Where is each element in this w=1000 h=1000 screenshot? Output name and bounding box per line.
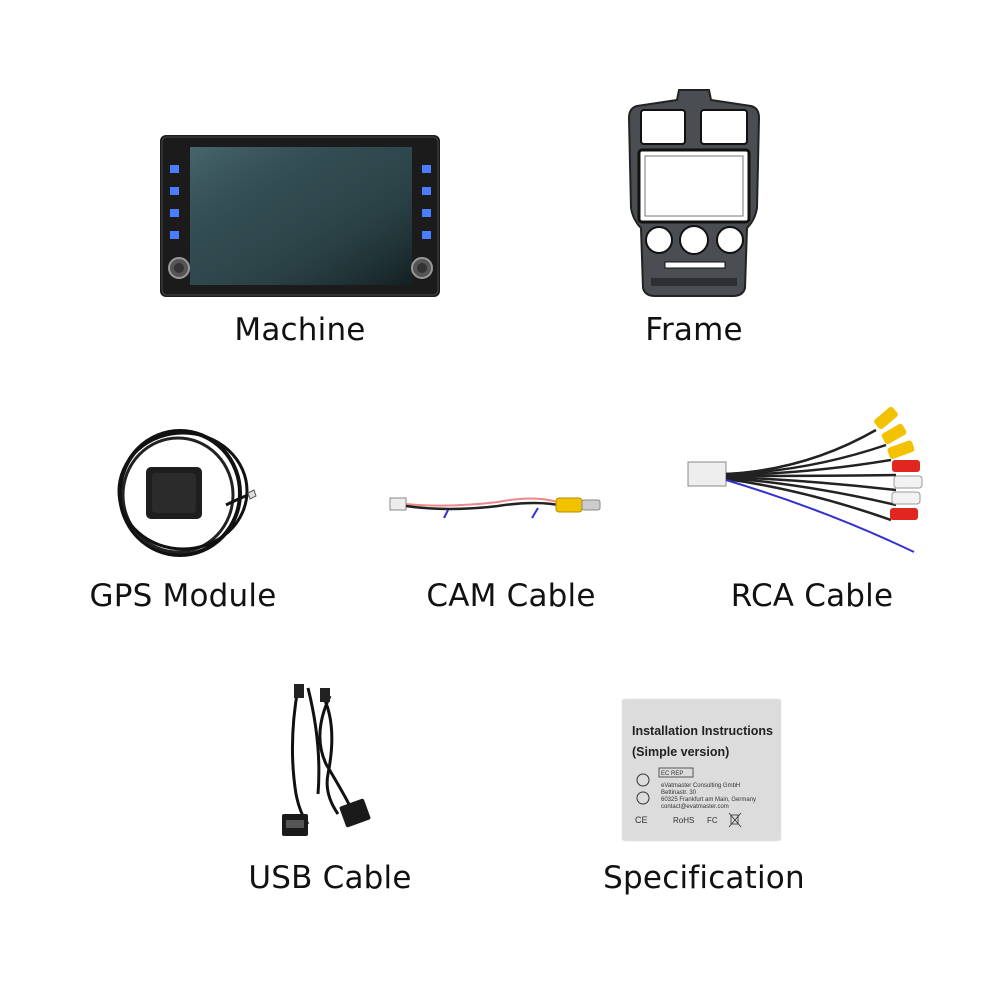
frame-product xyxy=(627,88,761,298)
fc-mark: FC xyxy=(707,816,718,825)
rca-cable-image xyxy=(687,406,923,553)
specification-product: Installation Instructions (Simple versio… xyxy=(623,700,780,840)
machine-image xyxy=(160,135,440,297)
weee-bin-icon xyxy=(728,812,742,828)
caption-rca-cable: RCA Cable xyxy=(730,578,894,614)
caption-machine: Machine xyxy=(234,312,366,348)
frame-image xyxy=(627,89,761,297)
gps-module-image xyxy=(117,429,257,557)
caption-frame: Frame xyxy=(645,312,743,348)
cam-cable-image xyxy=(389,497,601,519)
caption-gps-module: GPS Module xyxy=(89,578,277,614)
company-email: contact@evatmaster.com xyxy=(661,804,729,810)
document-title: Installation Instructions xyxy=(632,724,773,738)
caption-cam-cable: CAM Cable xyxy=(426,578,596,614)
machine-product xyxy=(160,135,440,297)
company-name: eVatmaster Consulting GmbH xyxy=(661,783,740,789)
company-street: Bettinastr. 30 xyxy=(661,790,697,796)
ec-rep-label: EC REP xyxy=(661,771,683,777)
ce-mark: CE xyxy=(635,815,648,825)
usb-cable-product xyxy=(278,684,374,840)
specification-document: Installation Instructions (Simple versio… xyxy=(632,724,773,828)
document-subtitle: (Simple version) xyxy=(632,745,729,759)
gps-module-product xyxy=(108,425,258,565)
caption-specification: Specification xyxy=(603,860,805,896)
usb-cable-image xyxy=(282,684,371,836)
caption-usb-cable: USB Cable xyxy=(248,860,412,896)
rohs-mark: RoHS xyxy=(673,816,694,825)
rca-cable-product xyxy=(686,400,944,560)
company-city: 60325 Frankfurt am Main, Germany xyxy=(661,797,756,803)
cam-cable-product xyxy=(388,488,616,524)
